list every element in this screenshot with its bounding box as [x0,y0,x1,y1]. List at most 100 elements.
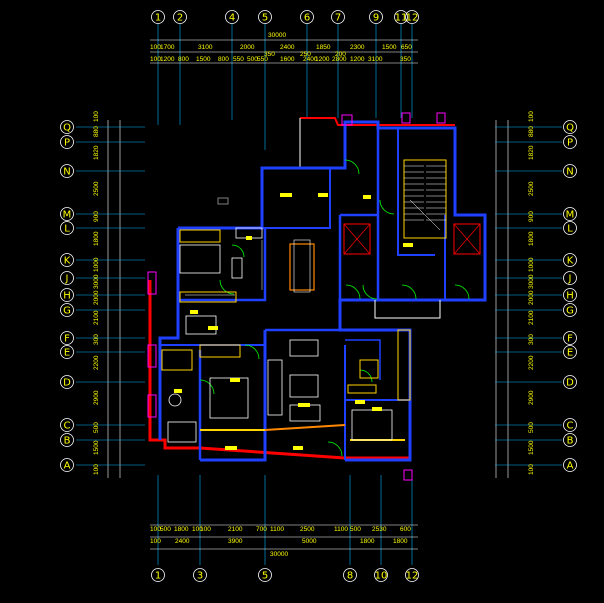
top-dim-row2: 350 [400,56,411,63]
bottom-dim-row1: 1800 [174,526,189,533]
bottom-dim-row2: 2400 [175,538,190,545]
axis-label: P [64,138,70,149]
right-axis-bubble-G: G [563,303,577,317]
vertical-axis-lines [157,24,413,565]
left-dim: 3000 [93,274,100,289]
left-dim: 300 [93,334,100,345]
axis-label: H [566,291,574,302]
axis-label: C [64,421,71,432]
left-axis-bubble-K: K [60,253,74,267]
left-axis-bubble-D: D [60,375,74,389]
bottom-dim-row1: 2100 [228,526,243,533]
right-axis-bubble-Q: Q [563,120,577,134]
axis-label: 10 [375,571,388,582]
top-dim-row1: 650 [401,44,412,51]
left-dim: 1820 [93,145,100,160]
top-axis-bubble-2: 2 [173,10,187,24]
axis-label: F [64,334,70,345]
left-axis-bubble-F: F [60,331,74,345]
bottom-dim-row1: 100 [150,526,161,533]
bottom-dim-row1: 100 [200,526,211,533]
right-axis-bubble-B: B [563,433,577,447]
top-dim-row1: 1850 [316,44,331,51]
axis-label: M [566,210,575,221]
bottom-dim-row2: 5000 [302,538,317,545]
top-dim-row1: 3100 [198,44,213,51]
left-dim: 2900 [93,390,100,405]
bottom-dim-row1: 1100 [270,526,284,533]
top-dim-row1: 100 [150,44,161,51]
building-outline [147,112,487,481]
top-dim-small: 250 [300,51,311,58]
bottom-dim-row2: 1800 [360,538,375,545]
axis-label: F [567,334,573,345]
axis-label: 11 [395,13,408,24]
top-dim-row1: 2400 [280,44,295,51]
axis-label: Q [566,123,574,134]
axis-label: 12 [406,13,419,24]
left-dim: 2100 [93,310,100,325]
right-dim: 3000 [528,274,535,289]
axis-label: 3 [197,571,203,582]
top-dim-row2: 2400 [303,56,318,63]
axis-label: A [567,461,574,472]
top-dim-row1: 1700 [160,44,175,51]
axis-label: N [63,167,70,178]
left-axis-bubble-N: N [60,164,74,178]
top-axis-bubble-7: 7 [331,10,345,24]
right-dim: 900 [528,211,535,222]
top-dim-row2: 2800 [332,56,347,63]
right-dim: 1000 [528,257,535,272]
bottom-dim-row1: 2530 [372,526,387,533]
bottom-axis-bubble-5: 5 [258,568,272,582]
top-dim-row2: 800 [218,56,229,63]
right-axis-bubble-A: A [563,458,577,472]
top-axis-bubble-12: 12 [405,10,419,24]
right-dim: 100 [528,464,535,475]
bottom-axis-bubble-1: 1 [151,568,165,582]
axis-label: D [63,378,71,389]
right-axis-bubble-J: J [563,271,577,285]
axis-label: E [64,348,70,359]
left-axis-bubble-M: M [60,207,74,221]
bottom-dim-row2: 3900 [228,538,243,545]
axis-label: H [63,291,71,302]
right-dim: 1800 [528,231,535,246]
axis-label: L [567,224,573,235]
bottom-dim-row1: 700 [256,526,267,533]
right-dim: 2200 [528,355,535,370]
left-dim: 880 [93,126,100,137]
bottom-total-dimension: 30000 [270,551,288,558]
top-dim-row2: 1200 [160,56,175,63]
axis-label: 12 [406,571,419,582]
left-axis-bubble-E: E [60,345,74,359]
left-axis-bubble-G: G [60,303,74,317]
axis-label: K [64,256,71,267]
axis-label: C [567,421,574,432]
bottom-axis-bubble-8: 8 [343,568,357,582]
right-axis-bubble-P: P [563,135,577,149]
axis-label: B [567,436,574,447]
left-axis-bubble-Q: Q [60,120,74,134]
left-dim: 2200 [93,355,100,370]
top-dim-row2: 100 [150,56,161,63]
axis-label: 7 [335,13,341,24]
axis-label: 5 [262,571,268,582]
axis-label: 5 [262,13,268,24]
right-axis-bubble-D: D [563,375,577,389]
right-dim: 880 [528,126,535,137]
top-dim-row2: 1600 [280,56,295,63]
axis-label: 4 [229,13,235,24]
dimension-rails [107,39,509,550]
right-axis-bubble-E: E [563,345,577,359]
horizontal-axis-lines [76,126,562,466]
right-dim: 2100 [528,310,535,325]
top-axis-bubble-1: 1 [151,10,165,24]
left-dim: 2000 [93,290,100,305]
right-axis-bubble-N: N [563,164,577,178]
axis-label: G [63,306,71,317]
top-dim-row2: 1200 [350,56,365,63]
axis-label: A [64,461,71,472]
right-dim: 2000 [528,290,535,305]
